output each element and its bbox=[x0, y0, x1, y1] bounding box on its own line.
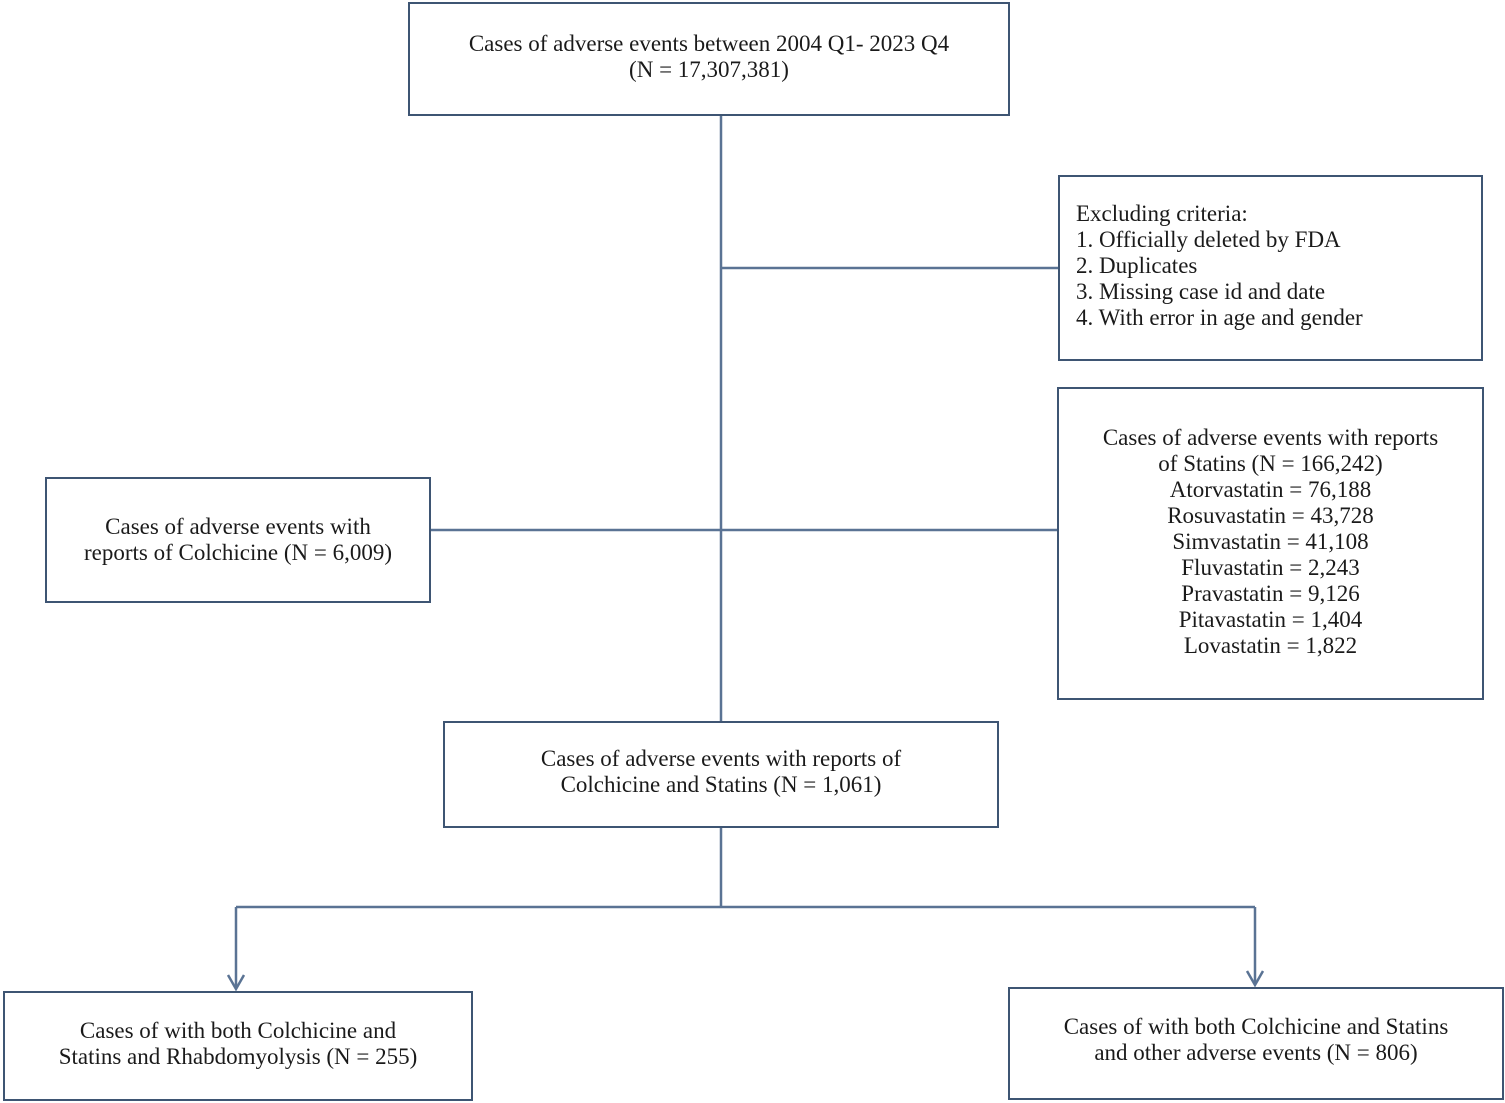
statin-drug-count: Pravastatin = 9,126 bbox=[1181, 581, 1360, 606]
rhabdomyolysis-cases-box: Cases of with both Colchicine and Statin… bbox=[3, 991, 473, 1101]
exclusion-item: 4. With error in age and gender bbox=[1076, 305, 1363, 330]
total-cases-count: (N = 17,307,381) bbox=[629, 57, 789, 82]
statin-drug-count: Atorvastatin = 76,188 bbox=[1169, 477, 1372, 502]
statins-cases-box: Cases of adverse events with reports of … bbox=[1057, 387, 1484, 700]
statin-drug-count: Pitavastatin = 1,404 bbox=[1178, 607, 1363, 632]
statins-cases-count: of Statins (N = 166,242) bbox=[1158, 451, 1383, 476]
statin-drug-count: Lovastatin = 1,822 bbox=[1183, 633, 1358, 658]
combined-cases-count: Colchicine and Statins (N = 1,061) bbox=[560, 771, 882, 797]
statin-drug-count: Fluvastatin = 2,243 bbox=[1181, 555, 1360, 580]
other-events-cases-label: Cases of with both Colchicine and Statin… bbox=[1063, 1013, 1449, 1039]
statin-drug-count: Rosuvastatin = 43,728 bbox=[1167, 503, 1374, 528]
exclusion-item: 2. Duplicates bbox=[1076, 253, 1198, 278]
other-events-cases-count: and other adverse events (N = 806) bbox=[1094, 1039, 1418, 1065]
colchicine-cases-box: Cases of adverse events with reports of … bbox=[45, 477, 431, 603]
other-events-cases-box: Cases of with both Colchicine and Statin… bbox=[1008, 987, 1504, 1100]
exclusion-item: 1. Officially deleted by FDA bbox=[1076, 227, 1341, 252]
exclusion-title: Excluding criteria: bbox=[1076, 201, 1248, 226]
exclusion-criteria-box: Excluding criteria: 1. Officially delete… bbox=[1058, 175, 1483, 361]
total-cases-box: Cases of adverse events between 2004 Q1-… bbox=[408, 2, 1010, 116]
colchicine-cases-label: Cases of adverse events with bbox=[105, 514, 371, 539]
combined-cases-label: Cases of adverse events with reports of bbox=[540, 745, 902, 771]
colchicine-cases-count: reports of Colchicine (N = 6,009) bbox=[83, 540, 393, 565]
statin-drug-count: Simvastatin = 41,108 bbox=[1172, 529, 1369, 554]
combined-cases-box: Cases of adverse events with reports of … bbox=[443, 721, 999, 828]
rhabdomyolysis-cases-count: Statins and Rhabdomyolysis (N = 255) bbox=[58, 1044, 418, 1069]
statins-cases-label: Cases of adverse events with reports bbox=[1102, 425, 1439, 450]
right-arrowhead bbox=[1245, 970, 1265, 988]
exclusion-item: 3. Missing case id and date bbox=[1076, 279, 1326, 304]
total-cases-label: Cases of adverse events between 2004 Q1-… bbox=[468, 31, 950, 56]
left-arrowhead bbox=[226, 974, 246, 992]
rhabdomyolysis-cases-label: Cases of with both Colchicine and bbox=[79, 1018, 397, 1043]
